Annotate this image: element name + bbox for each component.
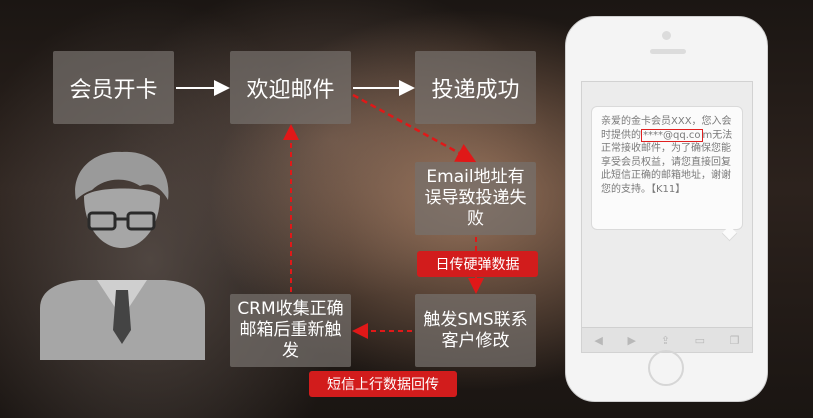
camera-icon (662, 31, 671, 40)
hard-bounce-label: 日传硬弹数据 (435, 257, 520, 273)
arrow-welcome-to-error (352, 93, 477, 163)
forward-icon[interactable]: ▶ (627, 333, 636, 347)
back-icon[interactable]: ◀ (594, 333, 603, 347)
delivered-box: 投递成功 (415, 51, 536, 124)
sms-trigger-box: 触发SMS联系客户修改 (415, 294, 536, 367)
welcome-email-box: 欢迎邮件 (230, 51, 351, 124)
browser-toolbar: ◀ ▶ ⇪ ▭ ❐ (582, 327, 752, 352)
hard-bounce-tag: 日传硬弹数据 (417, 251, 538, 277)
sms-trigger-label: 触发SMS联系客户修改 (423, 309, 528, 351)
welcome-email-label: 欢迎邮件 (246, 77, 335, 103)
tabs-icon[interactable]: ❐ (729, 333, 740, 347)
delivered-label: 投递成功 (431, 77, 520, 103)
sms-text-before: 亲爱的金卡会员XXX，您入会时提供的 (601, 116, 732, 141)
sms-text-after: m无法正常接收邮件，为了确保您能享受会员权益，请您直接回复此短信正确的邮箱地址，… (601, 129, 733, 195)
email-error-box: Email地址有误导致投递失败 (415, 162, 536, 235)
open-card-label: 会员开卡 (69, 77, 158, 103)
home-button[interactable] (648, 350, 684, 386)
crm-collect-box: CRM收集正确邮箱后重新触发 (230, 294, 351, 367)
book-icon[interactable]: ▭ (694, 333, 706, 347)
sms-email-highlight: ****@qq.co (641, 128, 703, 142)
open-card-box: 会员开卡 (53, 51, 174, 124)
email-error-label: Email地址有误导致投递失败 (424, 167, 527, 229)
sms-upload-tag: 短信上行数据回传 (309, 371, 457, 397)
speaker-icon (650, 49, 686, 54)
share-icon[interactable]: ⇪ (660, 333, 670, 347)
sms-upload-label: 短信上行数据回传 (327, 377, 439, 393)
crm-collect-label: CRM收集正确邮箱后重新触发 (237, 299, 344, 361)
